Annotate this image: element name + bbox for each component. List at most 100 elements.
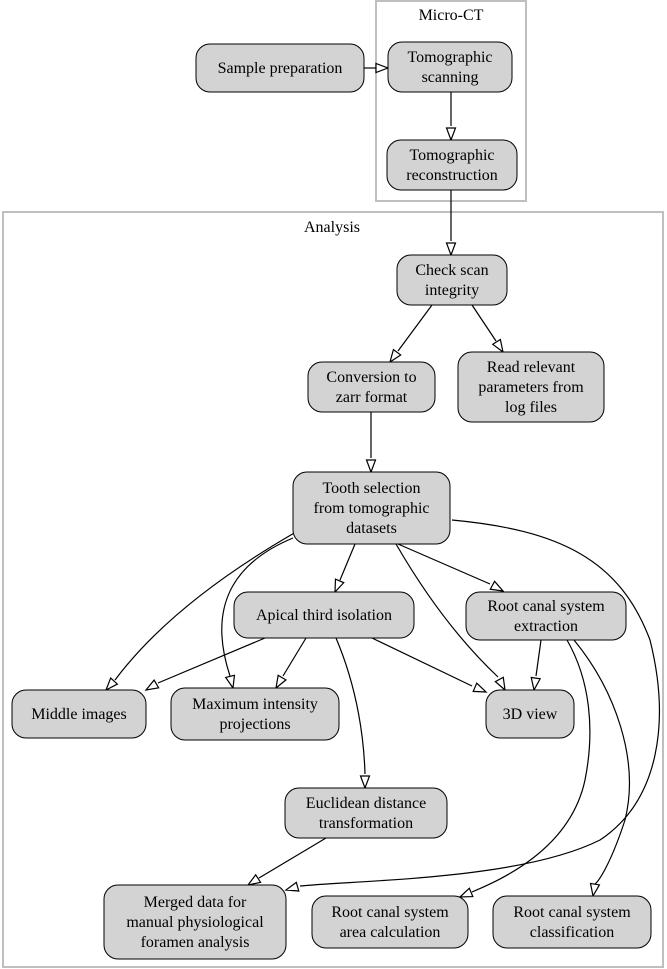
arrowhead (334, 578, 345, 594)
arrowhead (388, 348, 402, 364)
node-tooth-label-line: datasets (346, 520, 397, 537)
edge-rootext-to-view3d (530, 639, 542, 692)
node-sample-box (195, 43, 365, 93)
node-scan-label-line: Tomographic (407, 49, 492, 66)
edge-line (339, 543, 356, 581)
edge-line (221, 537, 294, 677)
cluster-analysis: Analysis (2, 211, 664, 968)
node-params-label-line: Read relevant (487, 359, 576, 376)
node-view3d[interactable]: 3D view (485, 689, 575, 739)
node-merged[interactable]: Merged data for manual physiological foram… (103, 884, 287, 960)
edge-apical-to-middle (144, 637, 266, 691)
arrowhead (275, 674, 287, 690)
arrowhead (284, 881, 300, 892)
edge-line (573, 639, 630, 885)
node-sample[interactable]: Sample preparation (195, 43, 365, 93)
edge-tooth-to-rootext (397, 543, 505, 592)
edge-tooth-to-middle (104, 531, 297, 692)
node-params-label-line: log files (505, 399, 557, 416)
node-merged-label-line: manual physiological (126, 914, 264, 931)
node-classif-label-line: classification (530, 924, 614, 941)
node-tooth-label-line: Tooth selection (323, 480, 421, 497)
edge-line (258, 837, 327, 879)
arrowhead (445, 242, 457, 257)
edge-line (471, 304, 497, 342)
edge-tooth-to-mip (221, 537, 294, 690)
edge-sample-to-scan (364, 62, 390, 74)
edge-line (397, 304, 433, 352)
edge-check-to-params (471, 304, 504, 354)
arrowhead (224, 674, 236, 690)
edge-line (471, 639, 591, 893)
arrowhead (494, 676, 506, 692)
node-recon-box (386, 139, 518, 191)
edge-apical-to-view3d (371, 637, 488, 693)
node-rootext-box (465, 591, 627, 641)
edge-tooth-to-apical (334, 543, 356, 594)
arrowhead (472, 682, 488, 693)
node-merged-label-line: foramen analysis (141, 934, 250, 951)
arrowhead (375, 62, 390, 74)
node-area-label-line: area calculation (340, 924, 441, 941)
edge-tooth-to-view3d (395, 543, 506, 692)
node-apical-label-line: Apical third isolation (256, 607, 392, 624)
node-recon-label-line: reconstruction (406, 167, 498, 184)
node-view3d-box (485, 689, 575, 739)
node-euclid-label-line: Euclidean distance (306, 795, 426, 812)
arrowhead (530, 676, 542, 692)
node-scan-label-line: scanning (422, 69, 479, 86)
cluster-microct-label: Micro-CT (419, 7, 484, 24)
node-middle-label-line: Middle images (31, 706, 127, 723)
edge-apical-to-euclid (335, 637, 371, 790)
node-merged-label-line: Merged data for (144, 894, 247, 911)
edge-check-to-convert (388, 304, 433, 364)
edge-tooth-to-merged (284, 519, 660, 892)
edge-euclid-to-merged (246, 837, 327, 886)
node-params[interactable]: Read relevant parameters from log files (457, 351, 605, 423)
edge-line (397, 543, 491, 585)
node-euclid-box (284, 787, 448, 839)
node-check-box (396, 254, 508, 306)
node-rootext-label-line: extraction (514, 618, 578, 635)
arrowhead (365, 459, 377, 474)
node-tooth[interactable]: Tooth selection from tomographic datasets (292, 471, 451, 545)
edge-scan-to-recon (445, 92, 457, 142)
edge-convert-to-tooth (365, 412, 377, 474)
node-convert-label-line: Conversion to (326, 369, 416, 386)
node-check-label-line: Check scan (415, 262, 488, 279)
node-area-label-line: Root canal system (331, 904, 449, 921)
node-tooth-label-line: from tomographic (314, 500, 430, 517)
edge-line (299, 519, 660, 887)
arrowhead (589, 882, 601, 898)
node-classif-label-line: Root canal system (513, 904, 631, 921)
node-classif-box (492, 895, 652, 949)
node-middle[interactable]: Middle images (11, 689, 147, 739)
edge-rootext-to-classif (573, 639, 630, 898)
node-apical-box (233, 591, 415, 639)
node-euclid[interactable]: Euclidean distance transformation (284, 787, 448, 839)
node-euclid-label-line: transformation (319, 815, 413, 832)
node-params-label-line: parameters from (478, 379, 584, 396)
edge-apical-to-mip (275, 637, 307, 690)
arrowhead (458, 887, 474, 898)
node-area[interactable]: Root canal system area calculation (311, 895, 469, 949)
node-scan[interactable]: Tomographic scanning (387, 41, 513, 93)
edge-line (371, 637, 473, 687)
node-area-box (311, 895, 469, 949)
edge-rootext-to-area (458, 639, 591, 898)
edge-line (335, 637, 366, 775)
edge-line (282, 637, 307, 677)
arrowhead (489, 580, 505, 592)
node-apical[interactable]: Apical third isolation (233, 591, 415, 639)
node-convert-box (307, 361, 436, 413)
node-merged-box (103, 884, 287, 960)
node-middle-box (11, 689, 147, 739)
node-classif[interactable]: Root canal system classification (492, 895, 652, 949)
arrowhead (246, 873, 262, 886)
